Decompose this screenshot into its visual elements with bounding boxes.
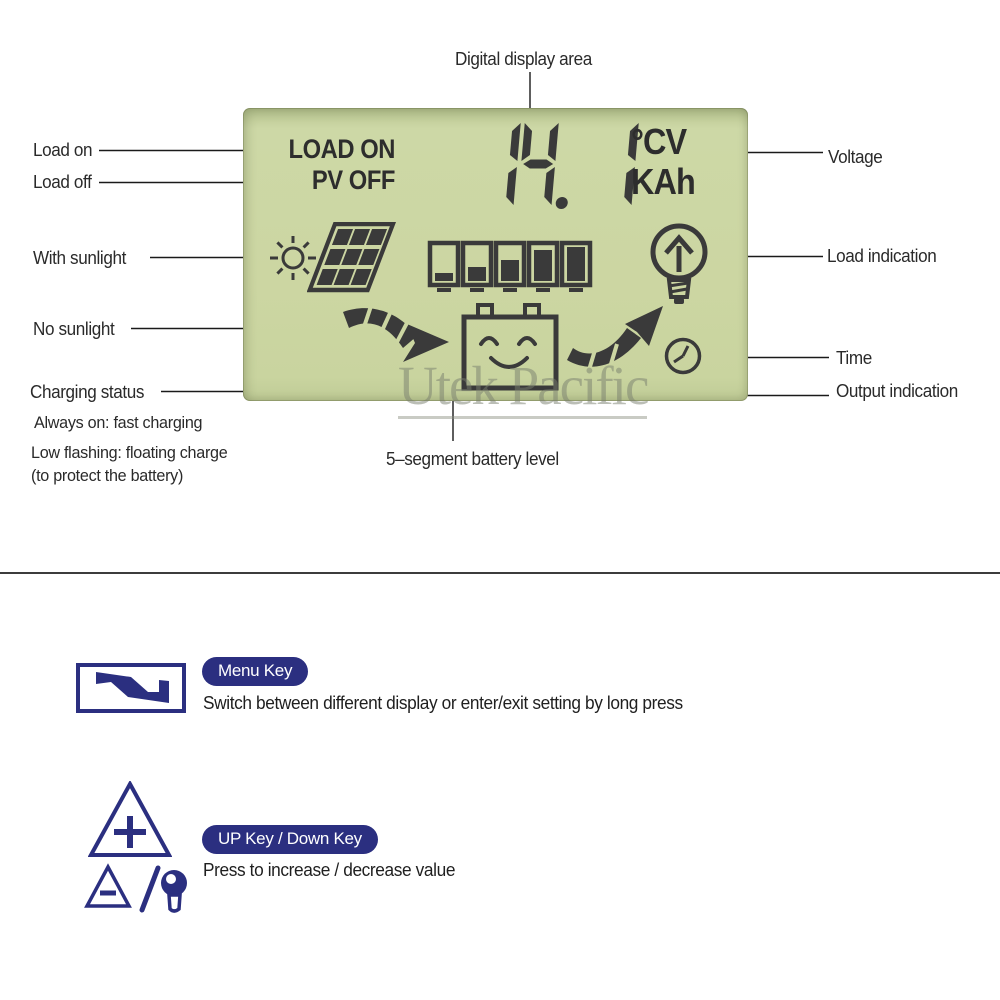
label-voltage: Voltage — [828, 147, 883, 167]
charge-arrow-icon — [343, 305, 449, 362]
updown-key-description: Press to increase / decrease value — [203, 860, 456, 880]
label-load-indication: Load indication — [827, 246, 937, 266]
label-digital-display-area: Digital display area — [455, 49, 592, 69]
label-output-indication: Output indication — [836, 381, 958, 401]
label-charging-status: Charging status — [30, 382, 145, 402]
menu-key-badge: Menu Key — [202, 657, 309, 686]
moon-icon — [311, 310, 331, 350]
lcd-unit-kah: KAh — [631, 161, 696, 202]
label-load-on: Load on — [33, 140, 93, 160]
solar-panel-icon — [307, 222, 397, 293]
up-key-icon — [88, 781, 172, 857]
note-protect-battery: (to protect the battery) — [31, 466, 184, 485]
sun-icon — [270, 236, 316, 280]
lcd-status-text: LOAD ON PV OFF — [281, 134, 396, 196]
lcd-units: °CV KAh — [631, 121, 696, 202]
lcd-pv-off-text: PV OFF — [311, 165, 396, 195]
label-no-sunlight: No sunlight — [33, 319, 115, 339]
lcd-screen: LOAD ON PV OFF °CV KAh — [243, 108, 748, 401]
clock-icon — [664, 337, 702, 375]
bulb-icon — [650, 223, 708, 304]
updown-key-badge: UP Key / Down Key — [202, 825, 378, 854]
menu-key-description: Switch between different display or ente… — [203, 693, 683, 713]
watermark: Utek Pacific — [398, 358, 649, 419]
lcd-unit-cv: °CV — [631, 121, 687, 162]
battery-smiley-icon — [461, 303, 559, 391]
seven-segment-value — [479, 120, 645, 212]
lcd-load-on-text: LOAD ON — [288, 134, 396, 164]
section-divider — [0, 572, 1000, 574]
note-low-flashing: Low flashing: floating charge — [31, 443, 228, 462]
label-battery-level: 5–segment battery level — [386, 449, 559, 469]
menu-key-icon — [76, 663, 186, 713]
output-arrow-icon — [567, 306, 663, 371]
note-always-on: Always on: fast charging — [34, 413, 203, 432]
down-key-icon — [84, 863, 187, 913]
label-with-sunlight: With sunlight — [33, 248, 126, 268]
battery-gauge-icon — [427, 240, 593, 292]
label-load-off: Load off — [33, 172, 92, 192]
label-time: Time — [836, 348, 872, 368]
